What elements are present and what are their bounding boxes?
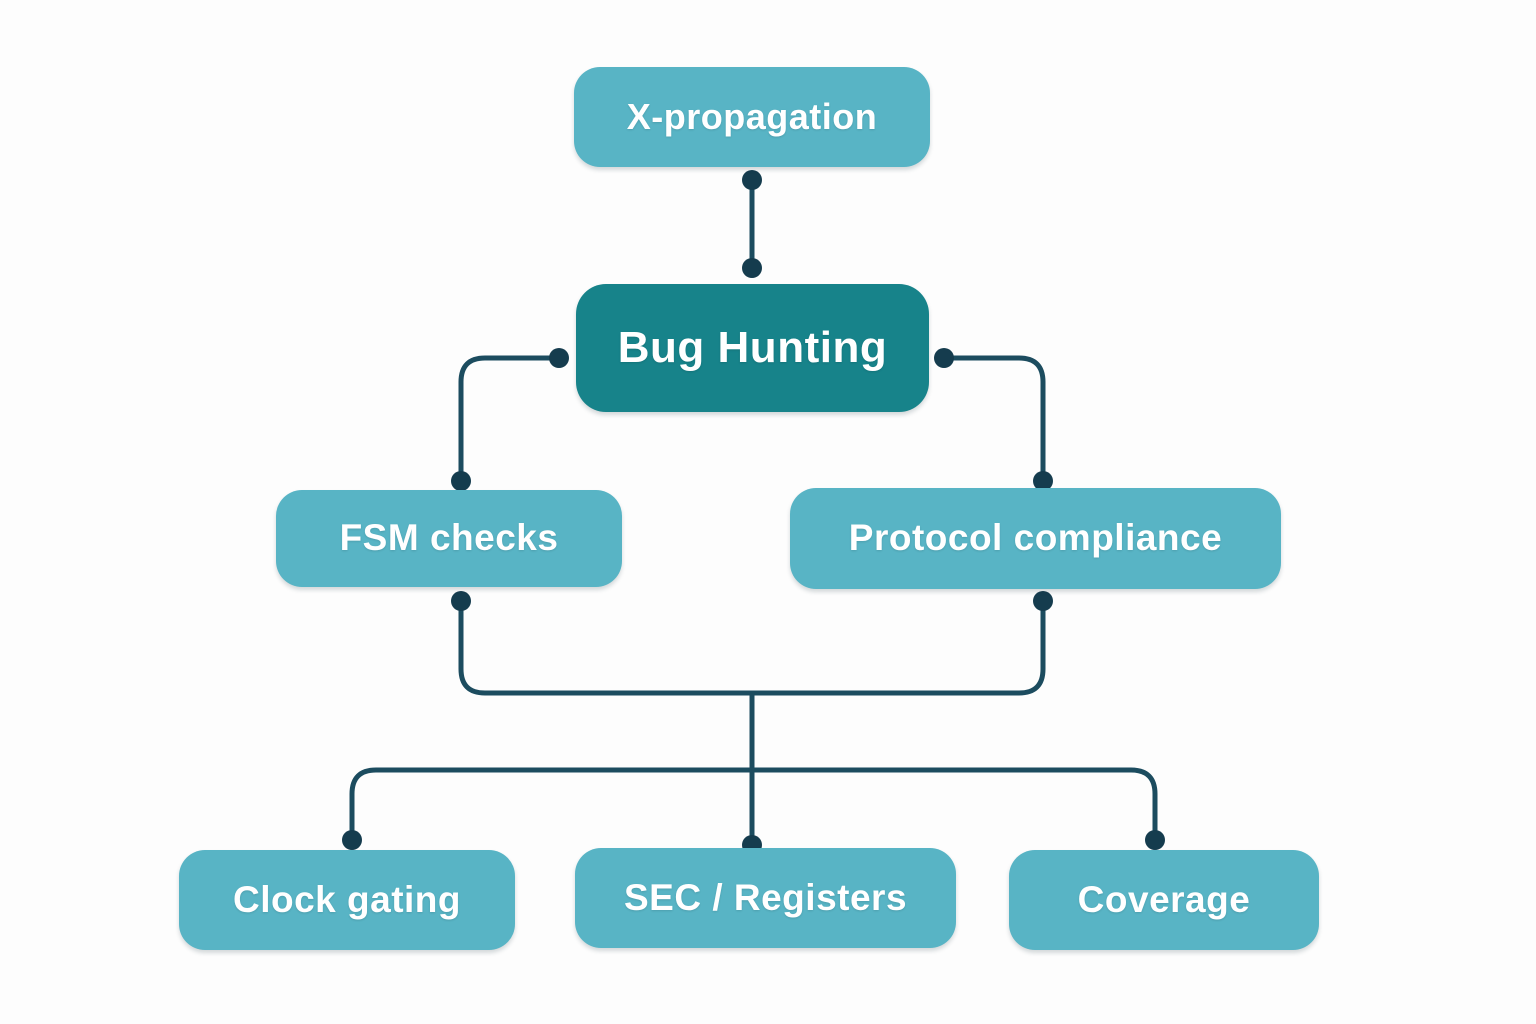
node-coverage-label: Coverage — [1077, 878, 1251, 920]
dot-bug-hunting-right — [934, 348, 954, 368]
node-sec-registers-label: SEC / Registers — [623, 876, 908, 918]
node-protocol-compliance: Protocol compliance — [790, 488, 1281, 589]
node-clock-gating: Clock gating — [179, 850, 515, 950]
dot-coverage-top — [1145, 830, 1165, 850]
dot-x-propagation-bottom — [742, 170, 762, 190]
node-clock-gating-label: Clock gating — [232, 878, 462, 920]
node-coverage: Coverage — [1009, 850, 1319, 950]
edge-bug-hunting-to-fsm-checks — [458, 355, 559, 481]
dot-bug-hunting-top — [742, 258, 762, 278]
edge-merge-to-clock-gating — [349, 767, 752, 840]
edge-fsm-checks-to-merge — [458, 601, 752, 696]
node-x-propagation-label: X-propagation — [626, 96, 878, 138]
node-protocol-compliance-label: Protocol compliance — [848, 517, 1223, 559]
edge-merge-to-coverage — [752, 767, 1158, 840]
dot-protocol-compliance-top — [1033, 471, 1053, 491]
node-fsm-checks-label: FSM checks — [339, 517, 559, 559]
node-bug-hunting-label: Bug Hunting — [617, 322, 888, 372]
dot-fsm-checks-bottom — [451, 591, 471, 611]
dot-protocol-compliance-bottom — [1033, 591, 1053, 611]
node-bug-hunting: Bug Hunting — [576, 284, 929, 412]
dot-bug-hunting-left — [549, 348, 569, 368]
dot-clock-gating-top — [342, 830, 362, 850]
node-fsm-checks: FSM checks — [276, 490, 622, 587]
edge-bug-hunting-to-protocol-compliance — [944, 355, 1046, 481]
node-sec-registers: SEC / Registers — [575, 848, 956, 948]
edge-protocol-compliance-to-merge — [752, 601, 1046, 696]
node-x-propagation: X-propagation — [574, 67, 930, 167]
dot-fsm-checks-top — [451, 471, 471, 491]
